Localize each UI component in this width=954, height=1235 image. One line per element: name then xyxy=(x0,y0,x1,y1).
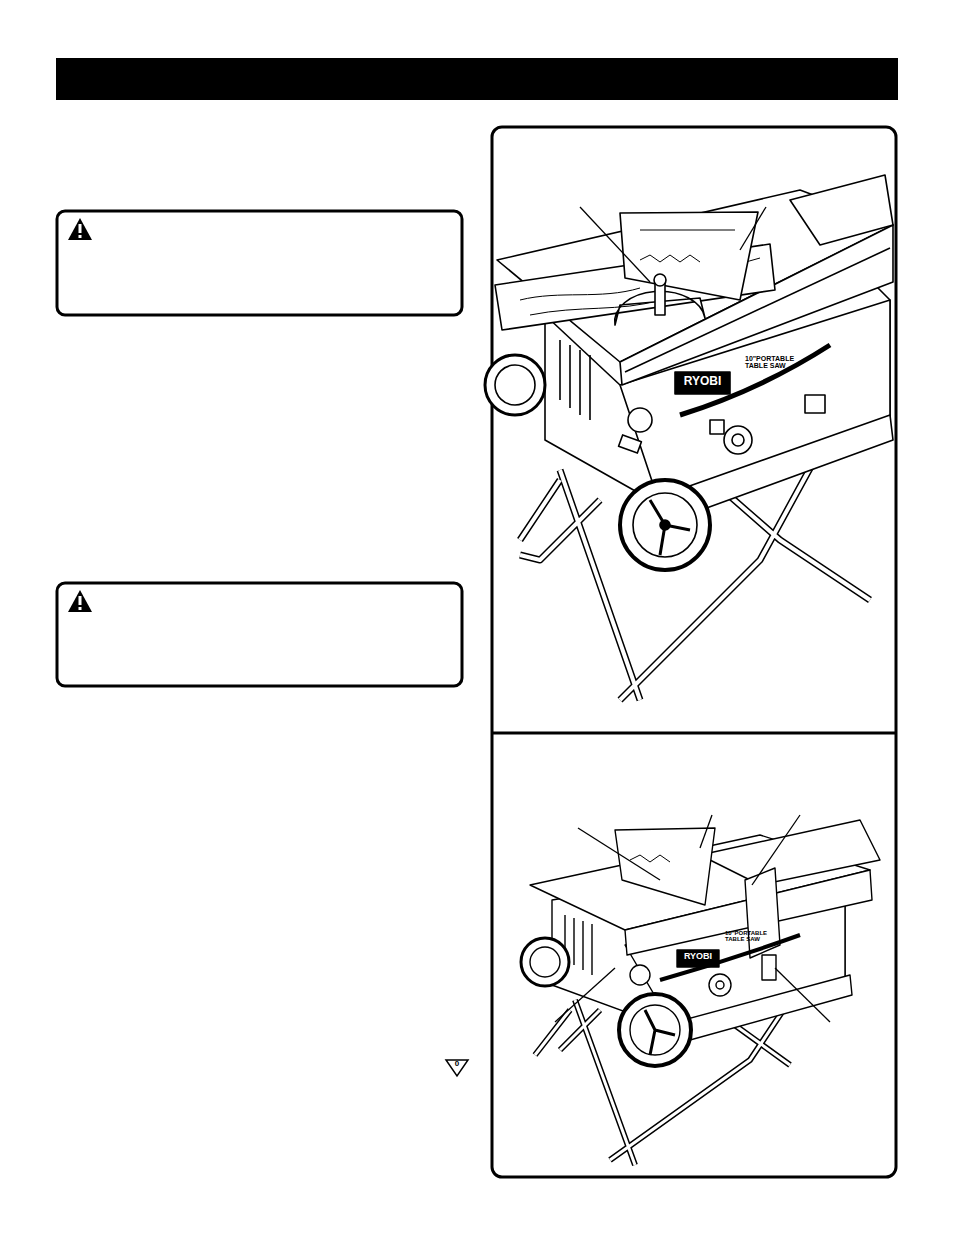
table-saw-drawing xyxy=(521,815,880,1165)
model-text: 10"PORTABLE TABLE SAW xyxy=(745,355,793,370)
warning-box xyxy=(57,583,462,686)
brand-badge: RYOBI xyxy=(678,952,718,961)
symbol-digit: 0 xyxy=(451,1060,463,1068)
table-saw-drawing xyxy=(485,175,893,700)
symbol-triangle xyxy=(446,1060,468,1076)
header-bar xyxy=(56,58,898,100)
figure-panel xyxy=(492,127,896,1177)
model-text: 10"PORTABLE TABLE SAW xyxy=(725,930,765,943)
brand-badge: RYOBI xyxy=(676,375,729,388)
warning-box xyxy=(57,211,462,315)
